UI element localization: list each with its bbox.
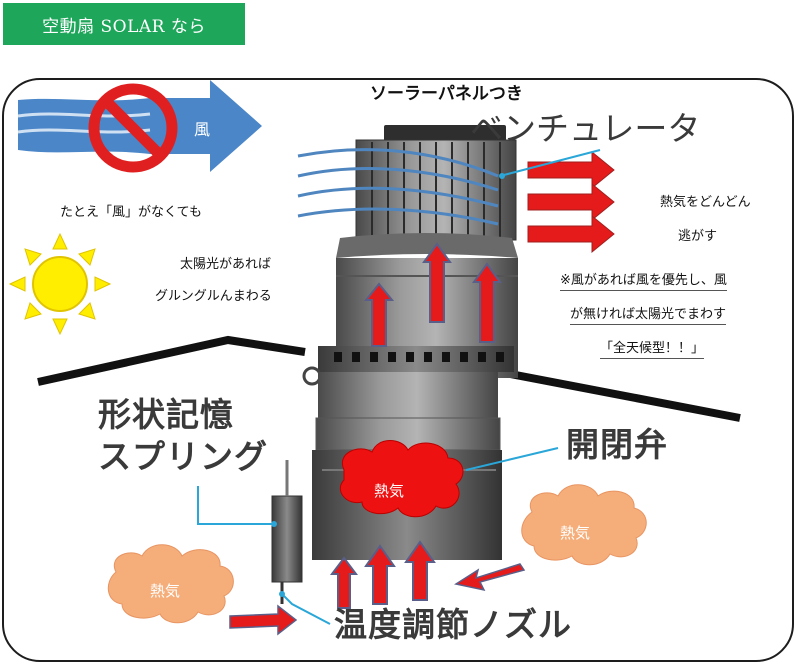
- callout-lines: [197, 149, 601, 625]
- heat-cloud-right: [521, 484, 647, 566]
- header-badge: 空動扇 SOLAR なら: [3, 3, 245, 45]
- heat-label-right: 熱気: [560, 524, 591, 542]
- heat-flow-arrows: [330, 242, 502, 609]
- wind-label: 風: [194, 120, 211, 139]
- note-line-2: が無ければ太陽光でまわす: [570, 308, 727, 325]
- inner-heat-cloud: [339, 440, 464, 518]
- heat-cloud-left: [107, 544, 234, 624]
- inflow-arrows: [229, 563, 526, 636]
- sun-text-1: 太陽光があれば: [180, 257, 272, 272]
- note-line-3: 「全天候型！！」: [600, 342, 705, 359]
- spring-label-1: 形状記憶: [98, 395, 234, 434]
- roof-line-right: [499, 368, 741, 422]
- heat-label-inner: 熱気: [374, 482, 405, 500]
- wind-condition-text: たとえ「風」がなくても: [60, 205, 202, 220]
- no-wind-icon: [88, 83, 178, 173]
- wind-vanes: [297, 148, 499, 226]
- solar-panel: [384, 125, 506, 141]
- sun-icon: [8, 232, 112, 336]
- exhaust-text-1: 熱気をどんどん: [660, 195, 751, 210]
- product-name: ベンチュレータ: [470, 109, 701, 148]
- note-line-1: ※風があれば風を優先し、風: [560, 274, 727, 291]
- product-caption: ソーラーパネルつき: [370, 84, 523, 104]
- sun-text-2: グルングルんまわる: [155, 289, 272, 304]
- valve-label: 開閉弁: [566, 425, 668, 464]
- spring-label-2: スプリング: [98, 437, 268, 476]
- ventilator-body: [271, 125, 518, 604]
- heat-label-left: 熱気: [150, 582, 181, 600]
- roof-line: [37, 335, 306, 386]
- nozzle-label: 温度調節ノズル: [334, 605, 572, 644]
- wind-arrow: [17, 80, 262, 172]
- exhaust-arrows: [527, 150, 615, 254]
- header-title: 空動扇 SOLAR なら: [42, 16, 206, 37]
- exhaust-text-2: 逃がす: [678, 229, 718, 244]
